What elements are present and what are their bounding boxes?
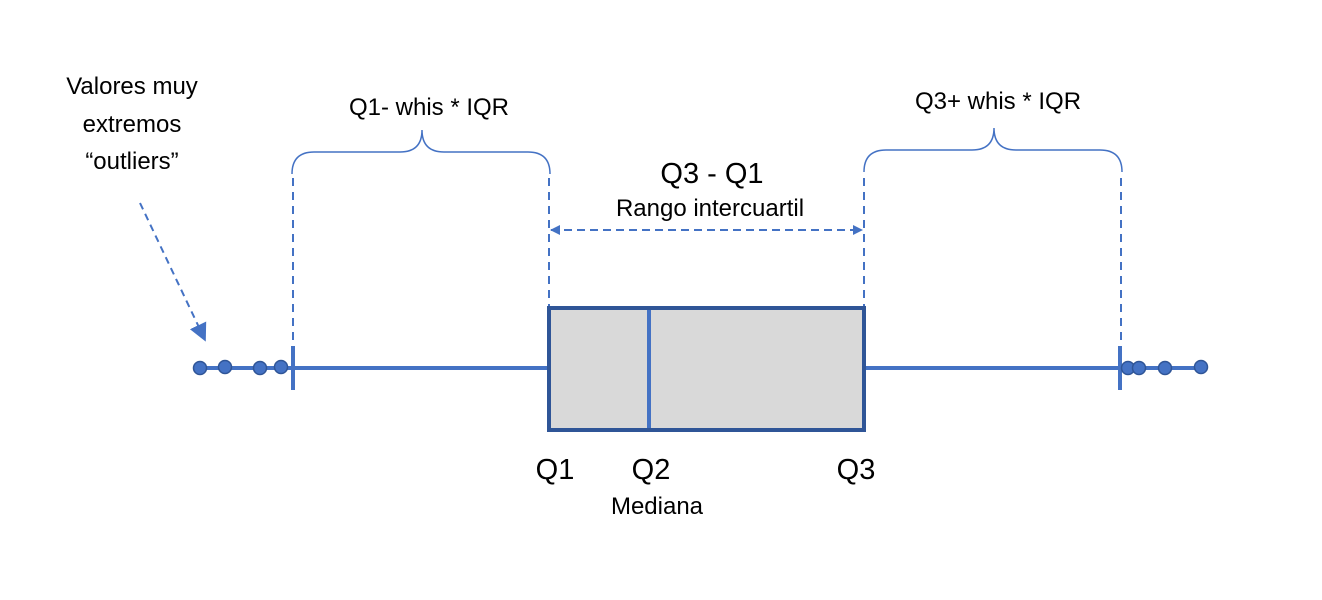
lower-whisker-formula: Q1- whis * IQR [349, 94, 509, 121]
outliers-pointer-arrow [139, 202, 207, 342]
outlier-point [1157, 360, 1173, 376]
upper-whisker-brace [863, 127, 1123, 173]
outlier-point [252, 360, 268, 376]
outlier-point [1193, 359, 1209, 375]
iqr-box [547, 306, 866, 432]
q3-label: Q3 [837, 454, 876, 486]
median-label: Mediana [611, 493, 704, 520]
outlier-point [217, 359, 233, 375]
upper-whisker-formula: Q3+ whis * IQR [915, 88, 1081, 115]
outlier-point [273, 359, 289, 375]
outliers-label-line3: “outliers” [85, 148, 178, 175]
outlier-point [192, 360, 208, 376]
iqr-name: Rango intercuartil [616, 195, 804, 222]
outliers-label-line1: Valores muy [66, 73, 198, 100]
iqr-formula: Q3 - Q1 [660, 158, 763, 190]
outlier-point [1131, 360, 1147, 376]
lower-whisker-brace [291, 129, 551, 175]
outliers-label-line2: extremos [83, 111, 182, 138]
q1-label: Q1 [536, 454, 575, 486]
q2-label: Q2 [632, 454, 671, 486]
